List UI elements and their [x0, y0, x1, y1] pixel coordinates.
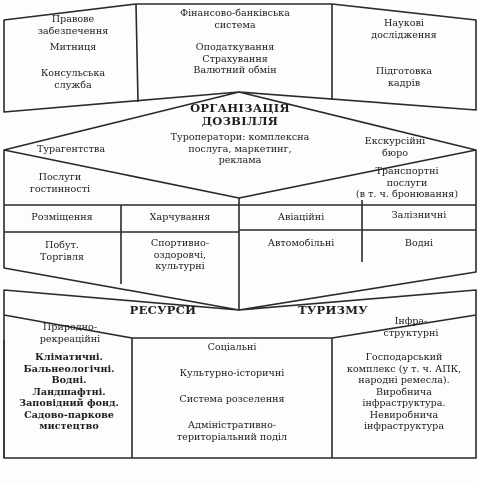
label-administrative-division: Адміністративно-територіальний поділ — [176, 420, 288, 443]
label-food: Харчування — [149, 212, 211, 223]
label-household-trade: Побут.Торгівля — [40, 240, 84, 263]
hospitality-grid — [4, 204, 239, 284]
label-customs: Митниця — [49, 42, 97, 53]
transport-grid — [239, 200, 476, 262]
top-prism-divider-left — [135, 3, 139, 103]
label-water-transport: Водні — [404, 238, 434, 249]
middle-hexagon-outline — [3, 91, 477, 311]
label-cultural-historical: Культурно-історичні — [179, 368, 285, 379]
label-social: Соціальні — [207, 342, 257, 353]
label-road-transport: Автомобільні — [267, 238, 335, 249]
label-tourism: ТУРИЗМУ — [298, 303, 368, 317]
bottom-inner-line — [3, 314, 477, 339]
top-prism-outline — [3, 3, 477, 113]
label-natural-resources-list: Кліматичні.Бальнеологічні.Водні.Ландшафт… — [19, 352, 119, 432]
label-settlement-system: Система розселення — [179, 394, 285, 405]
label-travel-agencies: Турагентства — [36, 144, 106, 155]
label-resources: РЕСУРСИ — [129, 303, 197, 317]
label-sport-health-culture: Спортивно-оздоровчі,культурні — [150, 238, 210, 272]
label-natural-recreational: Природно-рекреаційні — [39, 322, 101, 345]
label-accommodation: Розміщення — [31, 212, 93, 223]
label-infrastructural: Інфра-структурні — [383, 316, 439, 339]
label-rail-transport: Залізничні — [391, 210, 447, 221]
label-air-transport: Авіаційні — [277, 212, 325, 223]
